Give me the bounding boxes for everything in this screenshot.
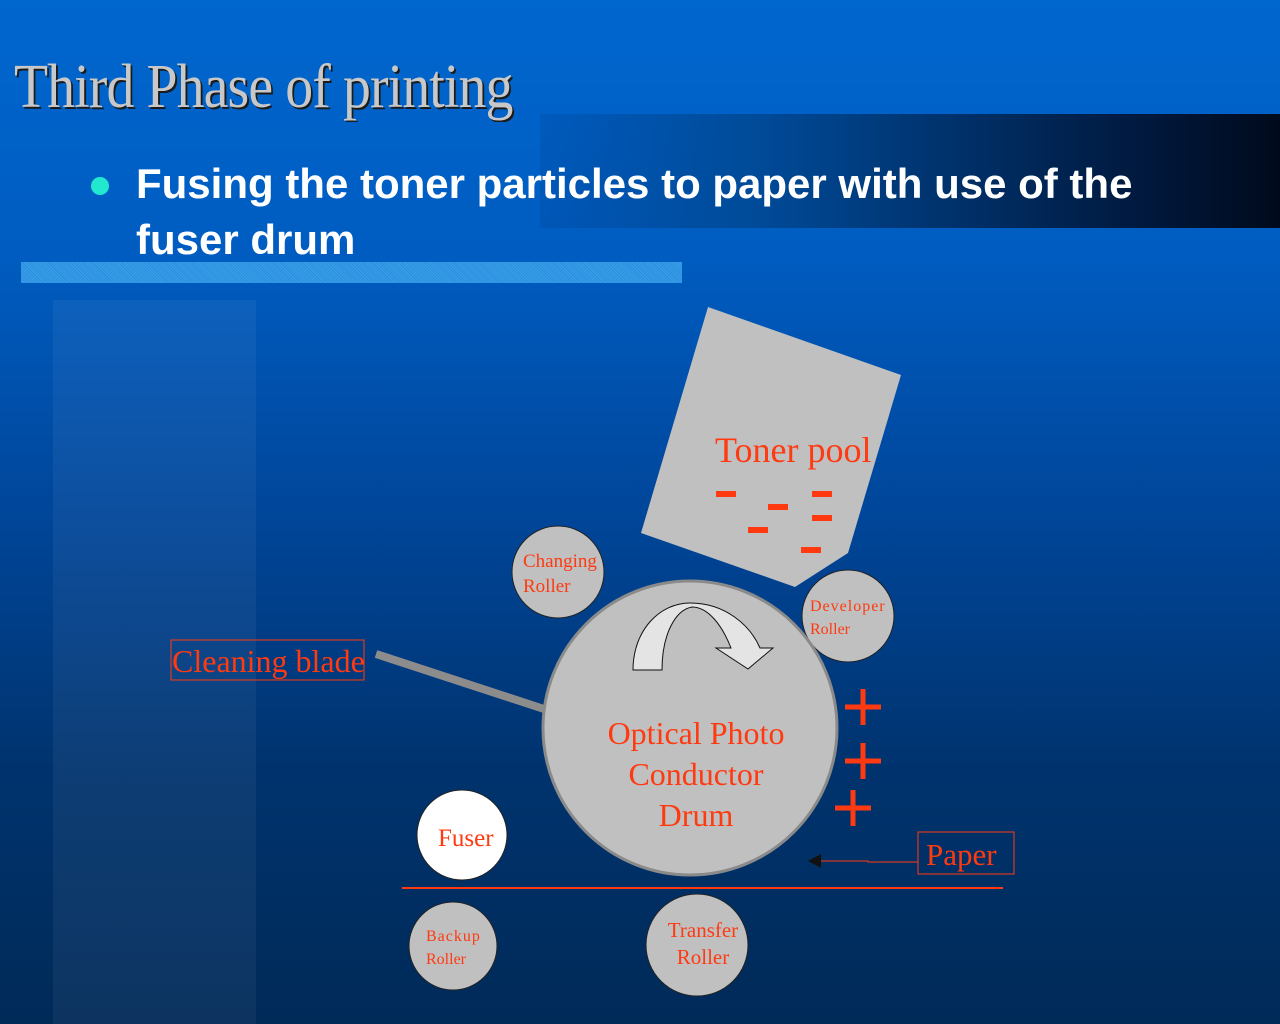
- fuser-label: Fuser: [438, 825, 494, 852]
- developer-roller-label: Developer: [810, 598, 886, 615]
- rotation-arrow-icon: [632, 602, 775, 671]
- drum-label: Drum: [659, 797, 734, 833]
- backup-roller-label: Backup: [426, 928, 481, 945]
- header-band: [540, 114, 1280, 228]
- backup-roller-label: Roller: [426, 951, 467, 968]
- positive-charges: [835, 689, 881, 826]
- cleaning-blade: [374, 650, 549, 714]
- slide-title: Third Phase of printing: [14, 53, 513, 121]
- transfer-roller-label: Roller: [677, 945, 730, 969]
- developer-roller-label: Roller: [810, 621, 851, 638]
- toner-negative-charges: [716, 491, 832, 553]
- changing-roller-label: Changing: [523, 551, 597, 572]
- paper-label: Paper: [926, 837, 997, 872]
- cleaning-blade-label-box: [170, 639, 365, 681]
- plus-sign: [845, 689, 881, 725]
- arrowhead-icon: [808, 854, 821, 868]
- toner-pool-label: Toner pool: [715, 430, 871, 470]
- drum-label: Conductor: [628, 756, 763, 792]
- paper-label-box: [917, 831, 1015, 875]
- changing-roller-label: Roller: [523, 576, 571, 597]
- drum-label: Optical Photo: [608, 715, 785, 751]
- backup-roller: [408, 901, 498, 991]
- fuser-roller: [416, 789, 508, 881]
- divider-bar: [21, 262, 682, 283]
- minus-sign: [748, 527, 768, 533]
- minus-sign: [716, 491, 736, 497]
- bullet-text: Fusing the toner particles to paper with…: [136, 160, 1133, 263]
- minus-sign: [812, 515, 832, 521]
- transfer-roller-label: Transfer: [668, 918, 738, 942]
- bullet-icon: [91, 177, 109, 195]
- plus-sign: [835, 790, 871, 826]
- minus-sign: [768, 504, 788, 510]
- minus-sign: [812, 491, 832, 497]
- background-strip: [53, 300, 256, 1024]
- minus-sign: [801, 547, 821, 553]
- transfer-roller: [645, 893, 749, 997]
- changing-roller: [511, 525, 605, 619]
- paper-arrow: [820, 860, 918, 863]
- plus-sign: [845, 743, 881, 779]
- developer-roller: [801, 569, 895, 663]
- cleaning-blade-label: Cleaning blade: [172, 643, 365, 679]
- toner-pool: [641, 307, 901, 587]
